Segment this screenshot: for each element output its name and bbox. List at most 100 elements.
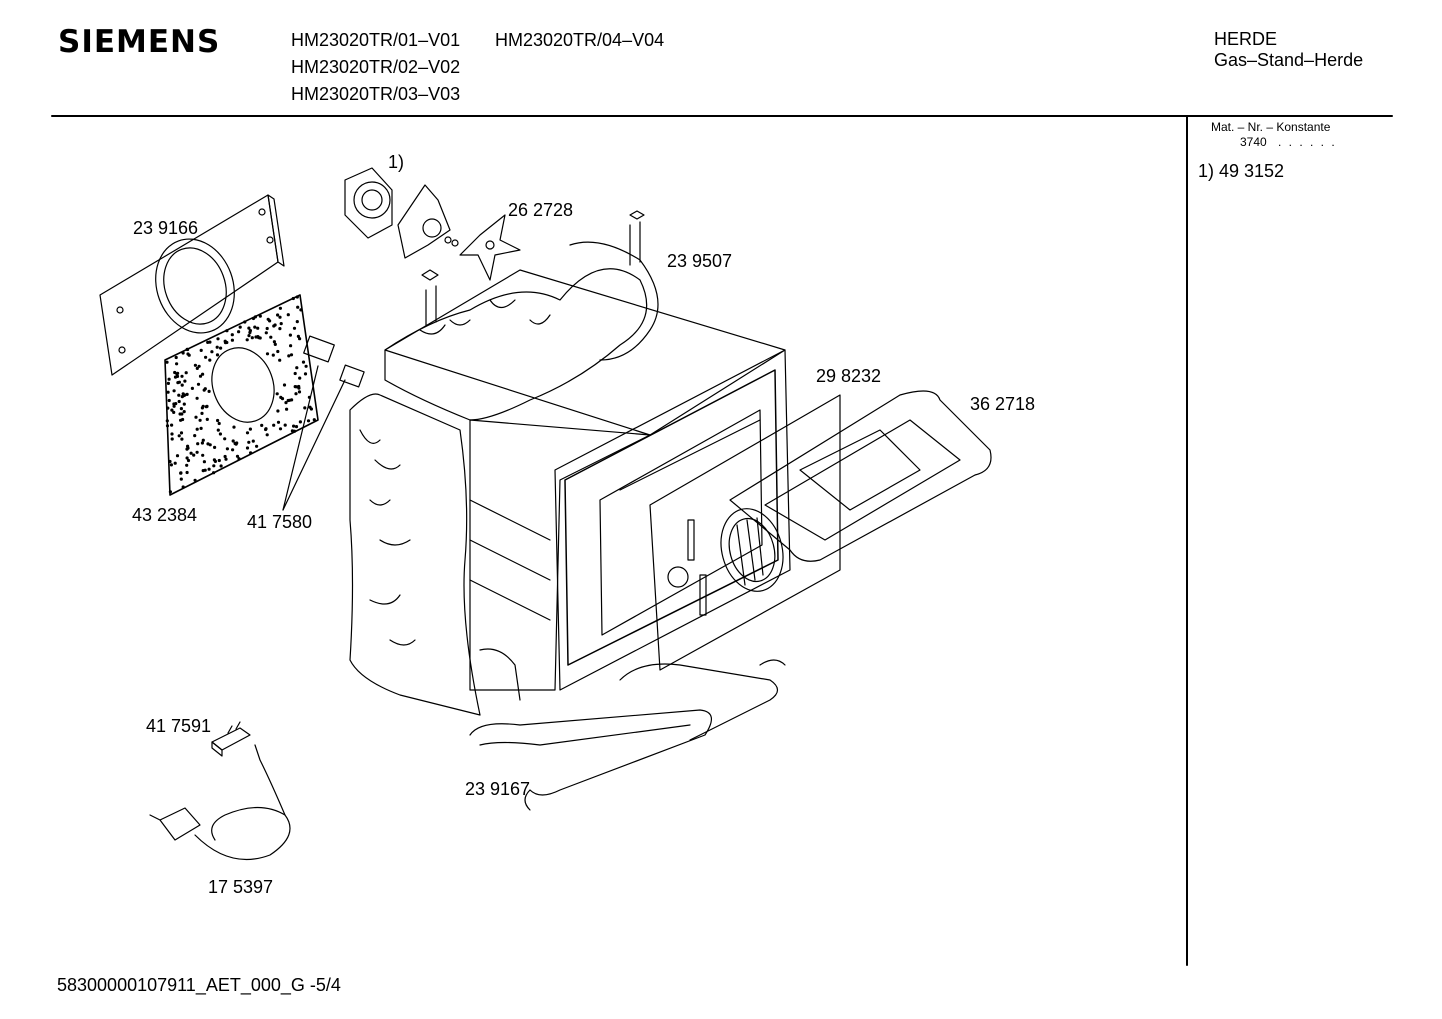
insulation-dot bbox=[212, 464, 216, 468]
insulation-dot bbox=[204, 405, 208, 409]
insulation-dot bbox=[206, 442, 210, 446]
insulation-dot bbox=[179, 477, 183, 481]
insulation-dot bbox=[298, 420, 302, 424]
insulation-dot bbox=[172, 404, 176, 408]
insulation-dot bbox=[301, 360, 306, 364]
insulation-dot bbox=[179, 418, 183, 422]
insulation-dot bbox=[165, 419, 169, 423]
insulation-dot bbox=[185, 470, 189, 475]
insulation-dot bbox=[278, 327, 282, 331]
sidebar-dots: . . . . . . bbox=[1278, 135, 1337, 149]
insulation-dot bbox=[223, 341, 228, 345]
insulation-dot bbox=[265, 352, 270, 356]
insulation-dot bbox=[180, 395, 184, 399]
insulation-dot bbox=[217, 458, 221, 463]
insulation-dot bbox=[272, 340, 276, 344]
insulation-dot bbox=[245, 338, 249, 342]
insulation-dot bbox=[247, 326, 251, 330]
insulation-dot bbox=[199, 348, 203, 352]
insulation-dot bbox=[297, 386, 301, 390]
insulation-dot bbox=[219, 464, 223, 468]
insulation-dot bbox=[276, 409, 280, 413]
insulation-dot bbox=[304, 364, 308, 368]
insulation-dot bbox=[165, 360, 169, 364]
insulation-dot bbox=[180, 383, 184, 387]
insulation-dot bbox=[179, 407, 183, 411]
insulation-dot bbox=[186, 347, 190, 352]
insulation-dot bbox=[297, 390, 302, 394]
part-label: 23 9166 bbox=[133, 218, 199, 238]
insulation-dot bbox=[200, 411, 204, 415]
insulation-dot bbox=[295, 295, 299, 299]
insulation-dot bbox=[208, 340, 212, 344]
sidebar-note: 1) 49 3152 bbox=[1198, 161, 1285, 181]
top-heating-element bbox=[729, 390, 992, 562]
insulation-dot bbox=[298, 376, 302, 380]
insulation-dot bbox=[245, 431, 250, 435]
part-label: 23 9167 bbox=[465, 779, 531, 799]
insulation-dot bbox=[295, 366, 299, 370]
part-label: 23 9507 bbox=[667, 251, 733, 271]
part-label: 43 2384 bbox=[132, 505, 198, 525]
insulation-dot bbox=[193, 478, 197, 482]
insulation-dot bbox=[232, 425, 236, 429]
insulation-dot bbox=[201, 372, 205, 376]
insulation-dot bbox=[167, 398, 171, 403]
part-label: 41 7580 bbox=[247, 512, 313, 532]
document-id: 58300000107911_AET_000_G -5/4 bbox=[57, 975, 341, 995]
model-number: HM23020TR/02–V02 bbox=[291, 57, 461, 77]
insulation-dot bbox=[199, 426, 203, 430]
insulation-dot bbox=[170, 408, 174, 412]
insulation-dot bbox=[237, 457, 241, 461]
insulation-dot bbox=[278, 427, 283, 431]
insulation-dot bbox=[183, 379, 187, 383]
insulation-dot bbox=[179, 431, 184, 435]
insulation-dot bbox=[172, 402, 176, 406]
insulation-dot bbox=[201, 469, 205, 473]
insulation-dot bbox=[238, 325, 242, 329]
insulation-dot bbox=[184, 371, 188, 375]
insulation-dot bbox=[177, 393, 181, 397]
insulation-dot bbox=[173, 370, 177, 375]
insulation-dot bbox=[260, 423, 264, 427]
insulation-dot bbox=[200, 406, 204, 410]
insulation-dot bbox=[278, 306, 282, 310]
insulation-dot bbox=[268, 319, 272, 323]
insulation-dot bbox=[303, 372, 308, 376]
insulation-dot bbox=[166, 381, 170, 385]
fan-motor bbox=[344, 167, 521, 281]
insulation-dot bbox=[175, 362, 179, 366]
insulation-dot bbox=[179, 471, 183, 475]
sidebar-heading: Mat. – Nr. – Konstante bbox=[1211, 120, 1331, 134]
insulation-dot bbox=[265, 326, 269, 331]
insulation-dot bbox=[279, 395, 283, 399]
insulation-dot bbox=[170, 432, 174, 436]
category-title: HERDE bbox=[1214, 29, 1278, 49]
oven-muffle bbox=[349, 241, 791, 716]
insulation-dot bbox=[235, 454, 240, 458]
insulation-dot bbox=[258, 336, 262, 340]
insulation-dot bbox=[186, 352, 190, 356]
part-label: 41 7591 bbox=[146, 716, 212, 736]
insulation-dot bbox=[291, 296, 295, 301]
insulation-dot bbox=[219, 346, 223, 350]
insulation-dot bbox=[288, 333, 292, 337]
insulation-dot bbox=[294, 425, 299, 429]
insulation-dot bbox=[288, 398, 292, 402]
insulation-dot bbox=[216, 418, 220, 423]
insulation-dot bbox=[174, 355, 178, 360]
insulation-dot bbox=[284, 401, 288, 405]
lower-heating-element bbox=[469, 648, 786, 811]
insulation-dot bbox=[201, 438, 205, 442]
insulation-dot bbox=[255, 444, 259, 448]
insulation-dot bbox=[258, 314, 262, 318]
back-plate bbox=[99, 194, 285, 376]
insulation-dot bbox=[205, 417, 209, 421]
model-number: HM23020TR/04–V04 bbox=[495, 30, 665, 50]
insulation-dot bbox=[203, 387, 207, 391]
insulation-dot bbox=[185, 463, 189, 467]
part-label: 36 2718 bbox=[970, 394, 1036, 414]
insulation-dot bbox=[195, 396, 199, 400]
insulation-dot bbox=[177, 380, 181, 384]
